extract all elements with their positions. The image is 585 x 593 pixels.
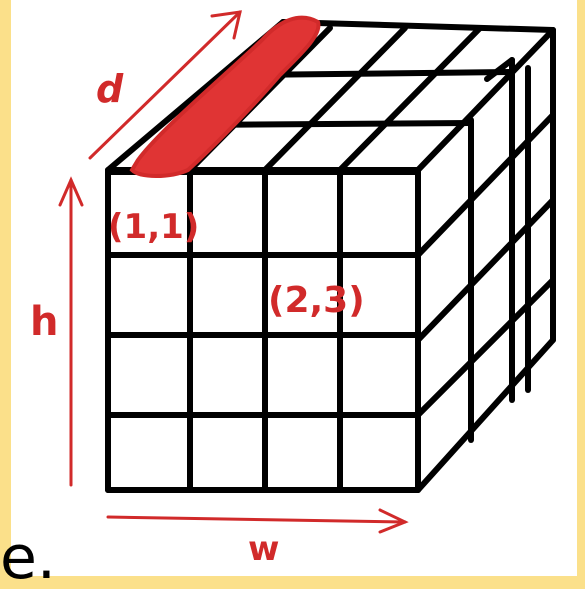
height-label: h (30, 299, 58, 345)
height-arrow (58, 176, 84, 487)
highlighted-edge (129, 15, 321, 178)
width-label: w (248, 529, 279, 569)
depth-arrow (88, 10, 242, 160)
cell-label-2-3: (2,3) (268, 280, 365, 321)
width-arrow (106, 508, 409, 534)
cell-label-1-1: (1,1) (108, 207, 199, 247)
cube-front-face (105, 169, 421, 493)
cube-side-face (415, 27, 556, 493)
depth-label: d (96, 67, 124, 111)
text-fragment: e. (0, 523, 56, 593)
